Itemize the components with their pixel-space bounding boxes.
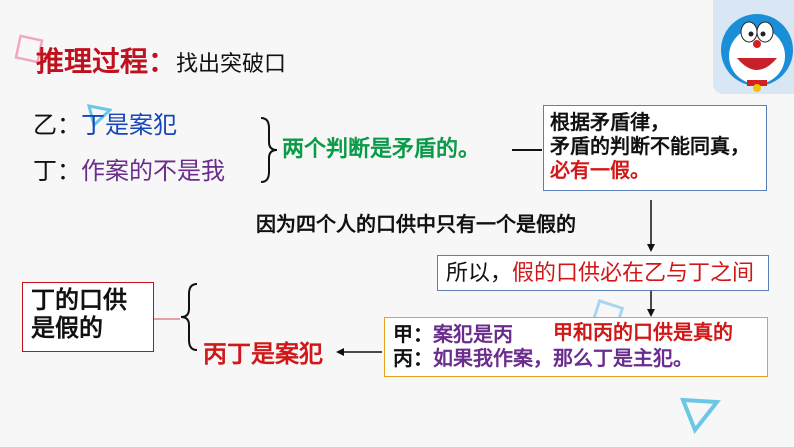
statement-ding: 丁：作案的不是我 — [33, 157, 225, 185]
law-box: 根据矛盾律， 矛盾的判断不能同真， 必有一假。 — [543, 105, 767, 191]
testimony-text: 如果我作案，那么丁是主犯。 — [433, 346, 693, 370]
arrow-down-icon — [647, 291, 655, 317]
overlay-conclusion: 甲和丙的口供是真的 — [553, 320, 733, 344]
law-line: 必有一假。 — [550, 158, 650, 182]
left-brace — [180, 283, 198, 351]
conclusion-prefix: 所以， — [446, 261, 513, 286]
testimony-jia: 甲：案犯是丙 — [393, 322, 759, 346]
connector-line — [512, 149, 542, 151]
law-line: 矛盾的判断不能同真， — [550, 134, 750, 158]
speaker-label: 丁： — [33, 157, 81, 185]
testimony-bing: 丙：如果我作案，那么丁是主犯。 — [393, 346, 759, 370]
statement-text: 作案的不是我 — [81, 157, 225, 185]
law-line: 根据矛盾律， — [550, 110, 670, 134]
false-line: 是假的 — [31, 313, 103, 342]
conclusion-box: 所以，假的口供必在乙与丁之间 — [437, 255, 769, 291]
statement-yi: 乙：丁是案犯 — [33, 111, 177, 139]
testimony-box: 甲：案犯是丙 丙：如果我作案，那么丁是主犯。 — [384, 317, 768, 377]
conclusion-text: 假的口供必在乙与丁之间 — [512, 261, 755, 286]
title-prefix: 推理过程： — [36, 45, 177, 78]
page-title: 推理过程：找出突破口 — [36, 40, 286, 80]
triangle-icon — [679, 397, 721, 434]
speaker-label: 乙： — [33, 111, 81, 139]
testimony-text: 案犯是丙 — [433, 322, 513, 346]
culprit-text: 丙丁是案犯 — [203, 339, 323, 368]
statement-text: 丁是案犯 — [81, 111, 177, 139]
arrow-down-icon — [647, 200, 655, 252]
reason-text: 因为四个人的口供中只有一个是假的 — [256, 212, 576, 236]
contradiction-text: 两个判断是矛盾的。 — [282, 136, 481, 162]
triangle-icon — [86, 104, 112, 128]
speaker-label: 甲： — [393, 322, 433, 346]
title-main: 找出突破口 — [176, 52, 287, 77]
arrow-left-icon — [336, 348, 382, 356]
connector-line — [154, 318, 180, 320]
false-line: 丁的口供 — [31, 285, 127, 314]
speaker-label: 丙： — [393, 346, 433, 370]
false-statement-box: 丁的口供 是假的 — [22, 282, 154, 352]
mascot-icon — [713, 0, 794, 94]
square-outline-icon — [14, 34, 44, 64]
right-brace — [260, 117, 278, 183]
